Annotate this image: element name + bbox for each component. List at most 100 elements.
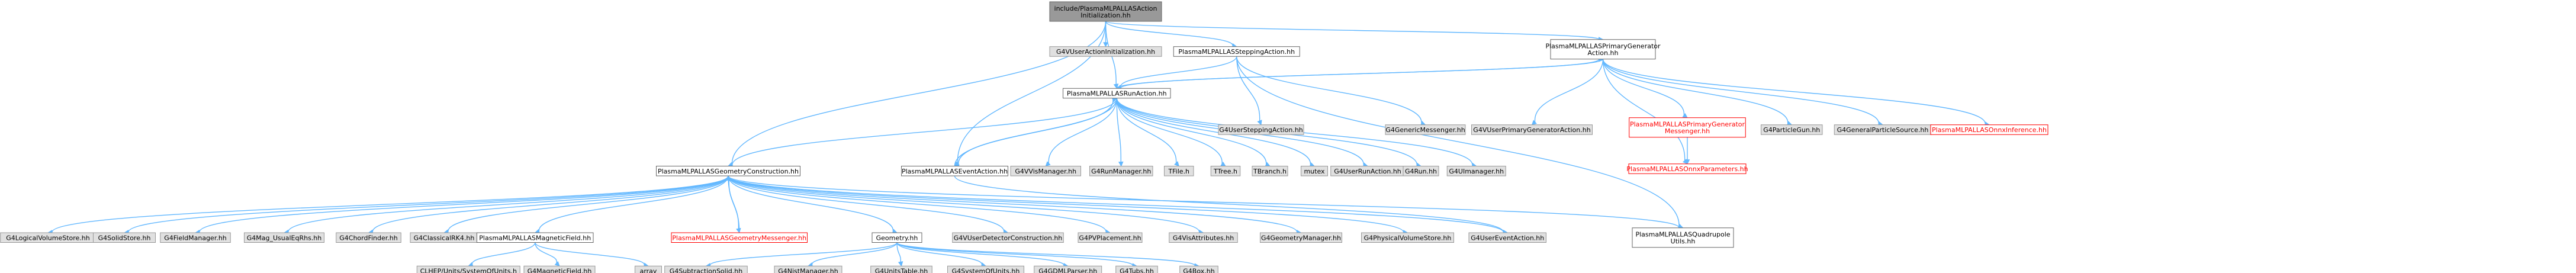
node-runaction[interactable]: PlasmaMLPALLASRunAction.hh <box>1063 88 1171 99</box>
nodes-layer: include/PlasmaMLPALLASActionInitializati… <box>0 1 2048 273</box>
node-eventaction[interactable]: PlasmaMLPALLASEventAction.hh <box>901 166 1008 176</box>
edge-geometryconstruction-to-g4physicalvolumestore <box>728 175 1408 235</box>
node-label-g4usereventaction: G4UserEventAction.hh <box>1471 234 1544 242</box>
node-label-g4userrunaction: G4UserRunAction.hh <box>1334 168 1401 175</box>
edge-root-to-geometryconstruction <box>727 21 1107 167</box>
node-label-g4physicalvolumestore: G4PhysicalVolumeStore.hh <box>1364 234 1452 242</box>
node-label-g4usersteppingaction: G4UserSteppingAction.hh <box>1219 126 1303 134</box>
node-label-geometryconstruction: PlasmaMLPALLASGeometryConstruction.hh <box>658 168 799 175</box>
node-label-geometryhh: Geometry.hh <box>876 234 918 242</box>
edge-geometryhh-to-g4tubs <box>896 242 1138 268</box>
node-label-magneticfield: PlasmaMLPALLASMagneticField.hh <box>479 234 591 242</box>
node-g4gdmlparser[interactable]: G4GDMLParser.hh <box>1034 265 1102 273</box>
node-g4physicalvolumestore[interactable]: G4PhysicalVolumeStore.hh <box>1361 232 1454 243</box>
node-g4utmanager[interactable]: G4UImanager.hh <box>1446 166 1506 176</box>
node-label-g4vuserdetector: G4VUserDetectorConstruction.hh <box>954 234 1063 242</box>
node-onnxinference[interactable]: PlasmaMLPALLASOnnxInference.hh <box>1930 124 2048 135</box>
node-g4run[interactable]: G4Run.hh <box>1403 166 1439 176</box>
node-g4particlegun[interactable]: G4ParticleGun.hh <box>1761 124 1823 135</box>
node-label-g4visattributes: G4VisAttributes.hh <box>1173 234 1234 242</box>
node-g4nistmanager[interactable]: G4NistManager.hh <box>774 265 842 273</box>
node-g4userrunaction[interactable]: G4UserRunAction.hh <box>1330 166 1405 176</box>
node-label-quadrupoleutils-2: Utils.hh <box>1671 237 1696 245</box>
node-label-primarygenmessenger-2: Messenger.hh <box>1665 127 1710 135</box>
node-g4runmanager[interactable]: G4RunManager.hh <box>1089 166 1153 176</box>
node-label-g4logicalvolumestore: G4LogicalVolumeStore.hh <box>6 234 90 242</box>
node-label-g4utmanager: G4UImanager.hh <box>1449 168 1504 175</box>
node-label-clhepunits: CLHEP/Units/SystemOfUnits.h <box>420 268 517 273</box>
node-primarygenmessenger[interactable]: PlasmaMLPALLASPrimaryGeneratorMessenger.… <box>1629 117 1746 138</box>
node-geometryconstruction[interactable]: PlasmaMLPALLASGeometryConstruction.hh <box>656 166 800 176</box>
edge-primarygen-to-onnxparameters <box>1602 59 1688 165</box>
edge-runaction-to-g4runmanager <box>1116 98 1124 167</box>
edge-runaction-to-geometryconstruction <box>727 98 1117 168</box>
node-array[interactable]: array <box>635 265 662 273</box>
node-g4usereventaction[interactable]: G4UserEventAction.hh <box>1468 232 1546 243</box>
node-g4magneticfield[interactable]: G4MagneticField.hh <box>523 265 596 273</box>
node-g4vuseractioninit[interactable]: G4VUserActionInitialization.hh <box>1049 46 1162 57</box>
node-tbranch[interactable]: TBranch.h <box>1252 166 1288 176</box>
node-label-g4magusualeqrhs: G4Mag_UsualEqRhs.hh <box>247 234 322 242</box>
node-label-g4solidstore: G4SolidStore.hh <box>98 234 151 242</box>
node-label-g4particlegun: G4ParticleGun.hh <box>1763 126 1820 134</box>
node-g4visattributes[interactable]: G4VisAttributes.hh <box>1169 232 1238 243</box>
node-g4logicalvolumestore[interactable]: G4LogicalVolumeStore.hh <box>0 232 96 243</box>
node-root[interactable]: include/PlasmaMLPALLASActionInitializati… <box>1049 1 1162 22</box>
node-g4systemofunits[interactable]: G4SystemOfUnits.hh <box>947 265 1024 273</box>
node-geometrymessenger[interactable]: PlasmaMLPALLASGeometryMessenger.hh <box>671 232 808 243</box>
node-g4generalparticlesource[interactable]: G4GeneralParticleSource.hh <box>1834 124 1932 135</box>
node-label-g4systemofunits: G4SystemOfUnits.hh <box>952 268 1020 273</box>
node-label-primarygen-2: Action.hh <box>1588 49 1619 57</box>
node-mutex[interactable]: mutex <box>1301 166 1328 176</box>
node-g4geometrymanager[interactable]: G4GeometryManager.hh <box>1260 232 1342 243</box>
edge-root-to-steppingaction <box>1105 21 1237 49</box>
edge-primarygen-to-g4generalparticlesource <box>1602 59 1884 127</box>
edge-eventaction-to-runaction <box>954 97 1118 166</box>
node-label-eventaction: PlasmaMLPALLASEventAction.hh <box>902 168 1008 175</box>
node-g4vvismanager[interactable]: G4VVisManager.hh <box>1010 166 1081 176</box>
node-label-tfile: TFile.h <box>1168 168 1189 175</box>
edge-steppingaction-to-quadrupoleutils <box>1236 56 1684 229</box>
node-magneticfield[interactable]: PlasmaMLPALLASMagneticField.hh <box>477 232 594 243</box>
node-label-g4box: G4Box.hh <box>1183 268 1214 273</box>
node-g4genericmessenger[interactable]: G4GenericMessenger.hh <box>1385 124 1466 135</box>
node-g4solidstore[interactable]: G4SolidStore.hh <box>93 232 156 243</box>
node-label-g4gdmlparser: G4GDMLParser.hh <box>1038 268 1097 273</box>
node-label-primarygenmessenger-1: PlasmaMLPALLASPrimaryGenerator <box>1630 121 1745 129</box>
node-g4usersteppingaction[interactable]: G4UserSteppingAction.hh <box>1218 124 1304 135</box>
node-label-g4genericmessenger: G4GenericMessenger.hh <box>1385 126 1465 134</box>
node-ttree[interactable]: TTree.h <box>1210 166 1241 176</box>
edge-steppingaction-to-g4usersteppingaction <box>1236 56 1262 126</box>
node-geometryhh[interactable]: Geometry.hh <box>871 232 922 243</box>
edge-magneticfield-to-clhepunits <box>468 242 536 267</box>
edge-magneticfield-to-g4magneticfield <box>535 242 560 267</box>
node-label-g4runmanager: G4RunManager.hh <box>1091 168 1151 175</box>
node-g4chordfinder[interactable]: G4ChordFinder.hh <box>336 232 401 243</box>
node-label-geometrymessenger: PlasmaMLPALLASGeometryMessenger.hh <box>672 234 806 242</box>
node-g4unitstable[interactable]: G4UnitsTable.hh <box>870 265 932 273</box>
node-g4classicalrk4[interactable]: G4ClassicalRK4.hh <box>410 232 478 243</box>
node-label-g4fieldmanager: G4FieldManager.hh <box>164 234 227 242</box>
node-g4fieldmanager[interactable]: G4FieldManager.hh <box>160 232 231 243</box>
node-tfile[interactable]: TFile.h <box>1164 166 1194 176</box>
edge-geometryhh-to-g4subtractionsolid <box>705 242 898 268</box>
node-clhepunits[interactable]: CLHEP/Units/SystemOfUnits.h <box>416 265 520 273</box>
edge-runaction-to-g4vvismanager <box>1045 98 1117 167</box>
node-onnxparameters[interactable]: PlasmaMLPALLASOnnxParameters.hh <box>1626 163 1748 174</box>
node-label-primarygen-1: PlasmaMLPALLASPrimaryGenerator <box>1545 43 1661 50</box>
node-g4vuserprimarygen[interactable]: G4VUserPrimaryGeneratorAction.hh <box>1471 124 1593 135</box>
edge-primarygen-to-g4particlegun <box>1602 59 1793 126</box>
node-g4vuserdetector[interactable]: G4VUserDetectorConstruction.hh <box>952 232 1064 243</box>
edge-geometrymessenger-to-geometryconstruction <box>726 175 740 233</box>
node-g4box[interactable]: G4Box.hh <box>1179 265 1218 273</box>
node-g4magusualeqrhs[interactable]: G4Mag_UsualEqRhs.hh <box>244 232 324 243</box>
node-g4subtractionsolid[interactable]: G4SubtractionSolid.hh <box>664 265 748 273</box>
node-label-g4geometrymanager: G4GeometryManager.hh <box>1261 234 1341 242</box>
node-steppingaction[interactable]: PlasmaMLPALLASSteppingAction.hh <box>1173 46 1300 57</box>
node-g4tubs[interactable]: G4Tubs.hh <box>1115 265 1158 273</box>
node-label-g4vvismanager: G4VVisManager.hh <box>1015 168 1076 175</box>
edge-geometryconstruction-to-g4classicalrk4 <box>443 175 729 235</box>
node-g4pvplacement[interactable]: G4PVPlacement.hh <box>1078 232 1143 243</box>
